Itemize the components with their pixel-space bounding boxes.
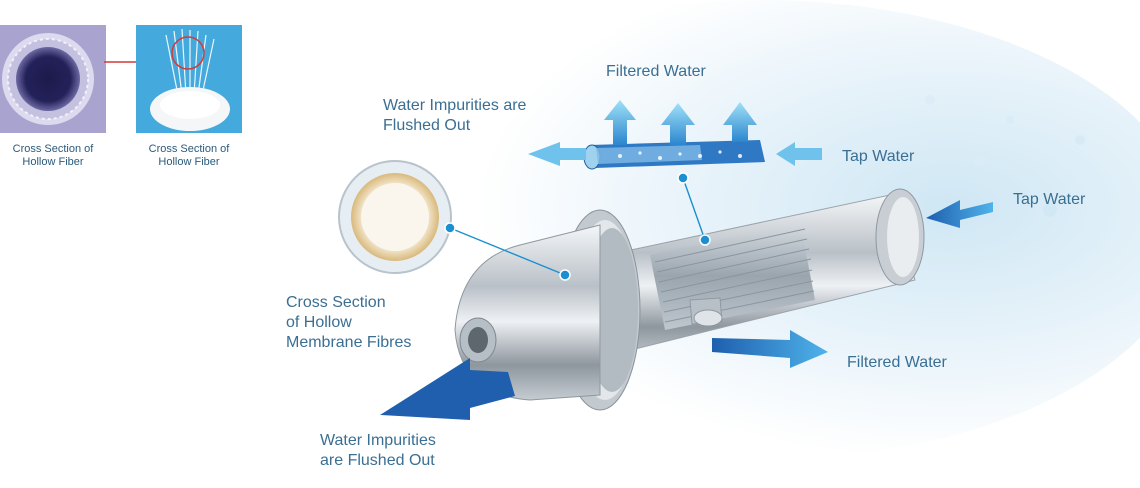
label-cross-section-membrane: Cross Section of Hollow Membrane Fibres <box>286 294 412 351</box>
arrow-left-icon <box>380 358 515 420</box>
filter-housing <box>454 188 925 411</box>
callout-dot <box>677 172 689 184</box>
arrow-left-icon <box>528 142 586 166</box>
thumbnail-caption: Cross Section of Hollow Fiber <box>12 143 94 168</box>
arrow-up-icon <box>604 100 757 145</box>
label-impurities-top: Water Impurities are Flushed Out <box>383 97 527 134</box>
fiber-bundle-image <box>136 25 242 133</box>
membrane-cross-section-disc <box>338 160 452 274</box>
callout-dot <box>559 269 571 281</box>
thumbnail-fiber-bundle <box>136 25 242 133</box>
label-impurities-bottom: Water Impurities are Flushed Out <box>320 432 436 469</box>
callout-dot <box>699 234 711 246</box>
label-filtered-water-top: Filtered Water <box>606 63 706 80</box>
fiber-cross-section-image <box>0 25 106 133</box>
inner-tube-diagram <box>563 140 765 170</box>
arrow-left-icon <box>776 142 822 166</box>
label-filtered-water-bottom: Filtered Water <box>847 354 947 371</box>
thumbnail-cross-section <box>0 25 106 133</box>
callout-dot <box>444 222 456 234</box>
thumbnail-caption: Cross Section of Hollow Fiber <box>148 143 230 168</box>
label-tap-water-outer: Tap Water <box>1013 191 1086 208</box>
arrow-left-icon <box>926 200 993 228</box>
label-tap-water-inner: Tap Water <box>842 148 915 165</box>
callout-lines <box>449 177 706 276</box>
arrow-right-icon <box>712 330 828 368</box>
